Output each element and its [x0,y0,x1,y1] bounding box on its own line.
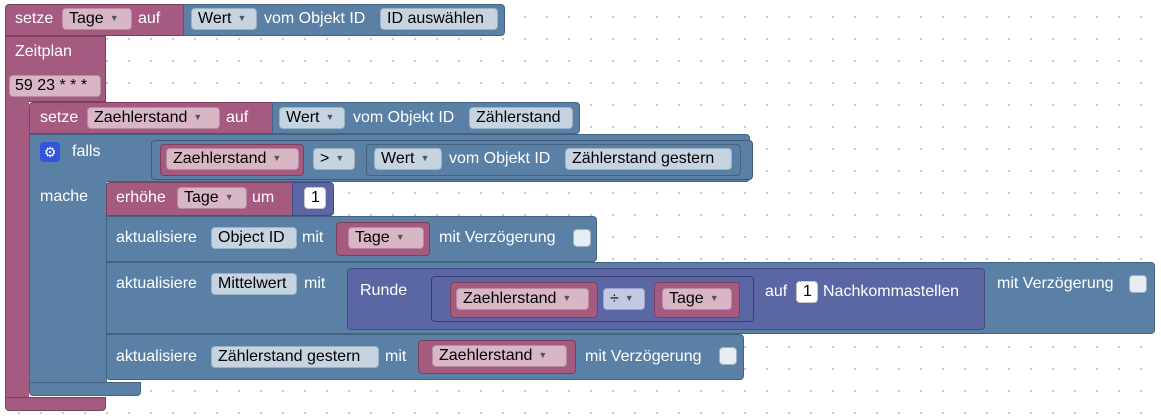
falls-block-body [29,180,107,386]
object-id-select[interactable]: Zählerstand gestern [565,148,732,170]
dropdown-caret-icon: ▼ [420,153,430,163]
wert-text: Wert [286,109,320,126]
mit-label: mit [385,348,407,365]
setze-label: setze [15,10,54,27]
variable-dropdown-tage[interactable]: Tage ▼ [62,8,132,30]
aktualisiere-label: aktualisiere [116,348,197,365]
vom-objekt-label: vom Objekt ID [449,150,551,167]
object-id-select[interactable]: Object ID [211,227,297,249]
variable-name: Tage [69,10,104,27]
variable-dropdown-zaehlerstand[interactable]: Zaehlerstand ▼ [166,148,299,170]
dropdown-caret-icon: ▼ [624,293,634,303]
um-label: um [252,189,275,206]
falls-block-footer [29,382,141,396]
zeitplan-label: Zeitplan [15,43,72,60]
mit-label: mit [302,229,324,246]
dropdown-caret-icon: ▼ [193,112,203,122]
decimals-input[interactable]: 1 [796,281,818,303]
runde-label: Runde [360,282,408,299]
auf-label: auf [226,109,249,126]
dropdown-caret-icon: ▼ [325,112,335,122]
variable-dropdown-tage[interactable]: Tage ▼ [662,288,732,310]
cron-input[interactable]: 59 23 * * * [9,75,101,97]
operator-dropdown[interactable]: >▼ [313,148,355,170]
divide-operator-dropdown[interactable]: ÷▼ [603,288,645,310]
dropdown-caret-icon: ▼ [562,293,572,303]
wert-text: Wert [381,150,415,167]
mache-label: mache [40,188,89,205]
aktualisiere-label: aktualisiere [116,229,197,246]
delay-checkbox[interactable] [719,347,737,365]
variable-dropdown-tage[interactable]: Tage ▼ [177,187,247,209]
mittelwert-object-select[interactable]: Mittelwert [211,273,297,295]
dropdown-caret-icon: ▼ [224,192,234,202]
vom-objekt-label: vom Objekt ID [264,10,366,27]
dropdown-caret-icon: ▼ [109,13,119,23]
wert-dropdown[interactable]: Wert ▼ [191,8,257,30]
variable-name: Zaehlerstand [94,109,188,126]
divide-symbol: ÷ [610,290,619,307]
mit-label: mit [304,275,326,292]
falls-label: falls [72,143,101,160]
amount-input[interactable]: 1 [304,187,326,209]
variable-name: Tage [355,229,390,246]
gestern-object-select[interactable]: Zählerstand gestern [211,346,379,368]
dropdown-caret-icon: ▼ [709,293,719,303]
wert-text: Wert [198,10,232,27]
variable-dropdown-zaehlerstand[interactable]: Zaehlerstand ▼ [87,107,220,129]
wert-dropdown[interactable]: Wert ▼ [279,107,345,129]
delay-label: mit Verzögerung [439,229,556,246]
wert-dropdown[interactable]: Wert ▼ [374,148,442,170]
variable-name: Tage [669,290,704,307]
gear-icon[interactable]: ⚙ [40,142,60,162]
setze-label: setze [40,109,79,126]
variable-name: Zaehlerstand [439,347,533,364]
delay-checkbox[interactable] [1129,275,1147,293]
delay-label: mit Verzögerung [585,348,702,365]
auf-label: auf [138,10,161,27]
operator-text: > [320,150,330,167]
dropdown-caret-icon: ▼ [538,350,548,360]
dropdown-caret-icon: ▼ [237,13,247,23]
auf-label: auf [765,283,788,300]
variable-dropdown-zaehlerstand[interactable]: Zaehlerstand ▼ [432,345,567,367]
aktualisiere-label: aktualisiere [116,275,197,292]
variable-dropdown-tage[interactable]: Tage ▼ [348,227,424,249]
variable-name: Zaehlerstand [463,290,557,307]
zeitplan-block-body [5,100,29,400]
object-id-select[interactable]: Zählerstand [469,107,573,129]
dropdown-caret-icon: ▼ [395,232,405,242]
dropdown-caret-icon: ▼ [272,153,282,163]
delay-label: mit Verzögerung [997,275,1114,292]
dropdown-caret-icon: ▼ [335,153,345,163]
variable-name: Tage [184,189,219,206]
vom-objekt-label: vom Objekt ID [353,109,455,126]
object-id-select[interactable]: ID auswählen [380,8,498,30]
zeitplan-block-footer [5,397,106,411]
variable-name: Zaehlerstand [173,150,267,167]
erhoehe-label: erhöhe [116,189,166,206]
variable-dropdown-zaehlerstand[interactable]: Zaehlerstand ▼ [456,288,589,310]
nachkomma-label: Nachkommastellen [823,283,960,300]
delay-checkbox[interactable] [573,229,591,247]
